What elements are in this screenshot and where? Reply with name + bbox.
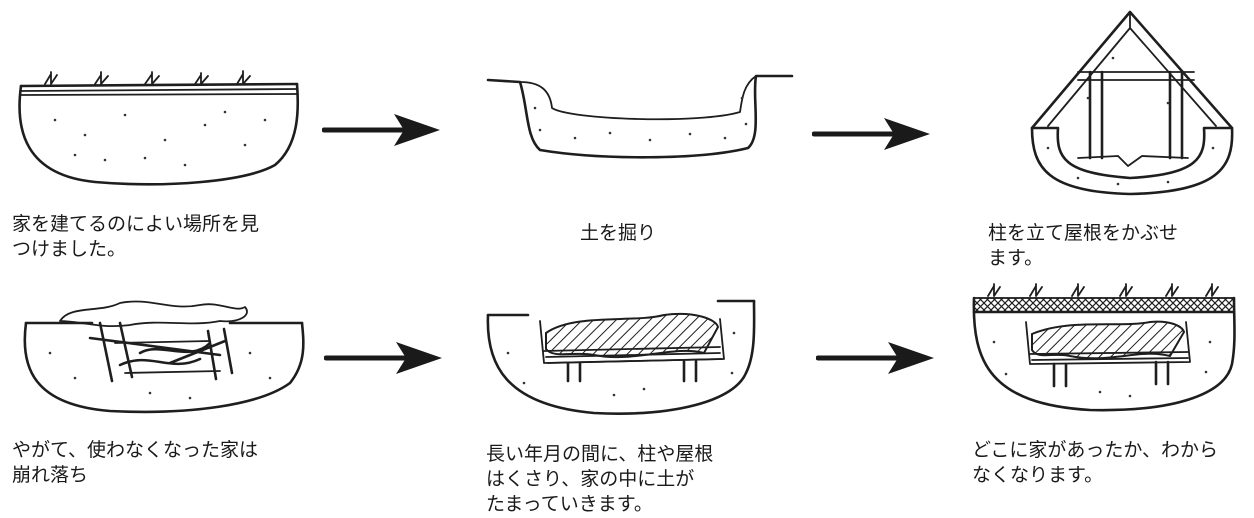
step-5-caption: 長い年月の間に、柱や屋根 はくさり、家の中に土が たまっていきます。 — [486, 442, 713, 517]
caption-line: 土を掘り — [580, 222, 657, 244]
caption-line: はくさり、家の中に土が — [486, 468, 695, 490]
step-3-caption: 柱を立て屋根をかぶせ ます。 — [988, 221, 1178, 271]
caption-line: どこに家があったか、わから — [972, 439, 1219, 461]
step-1-illustration — [15, 70, 305, 200]
step-4-caption: やがて、使わなくなった家は 崩れ落ち — [12, 438, 258, 488]
caption-line: やがて、使わなくなった家は — [12, 439, 259, 461]
caption-line: つけました。 — [12, 238, 127, 260]
right-arrow-icon — [811, 116, 932, 156]
step-3-illustration — [1018, 8, 1248, 203]
step-6-illustration — [970, 282, 1240, 420]
caption-line: ます。 — [988, 247, 1044, 269]
step-4-illustration — [20, 293, 310, 423]
right-arrow-icon — [321, 112, 442, 152]
step-2-illustration — [480, 68, 800, 168]
caption-line: 崩れ落ち — [12, 464, 89, 486]
caption-line: 家を建てるのによい場所を見 — [12, 213, 260, 235]
step-2-caption: 土を掘り — [580, 221, 656, 246]
right-arrow-icon — [323, 340, 444, 380]
step-6-caption: どこに家があったか、わから なくなります。 — [972, 438, 1218, 488]
caption-line: なくなります。 — [972, 464, 1104, 486]
step-5-illustration — [484, 293, 774, 433]
right-arrow-icon — [815, 340, 936, 380]
caption-line: 柱を立て屋根をかぶせ — [988, 222, 1179, 244]
step-1-caption: 家を建てるのによい場所を見 つけました。 — [12, 212, 259, 262]
caption-line: 長い年月の間に、柱や屋根 — [486, 443, 714, 465]
caption-line: たまっていきます。 — [486, 493, 653, 515]
